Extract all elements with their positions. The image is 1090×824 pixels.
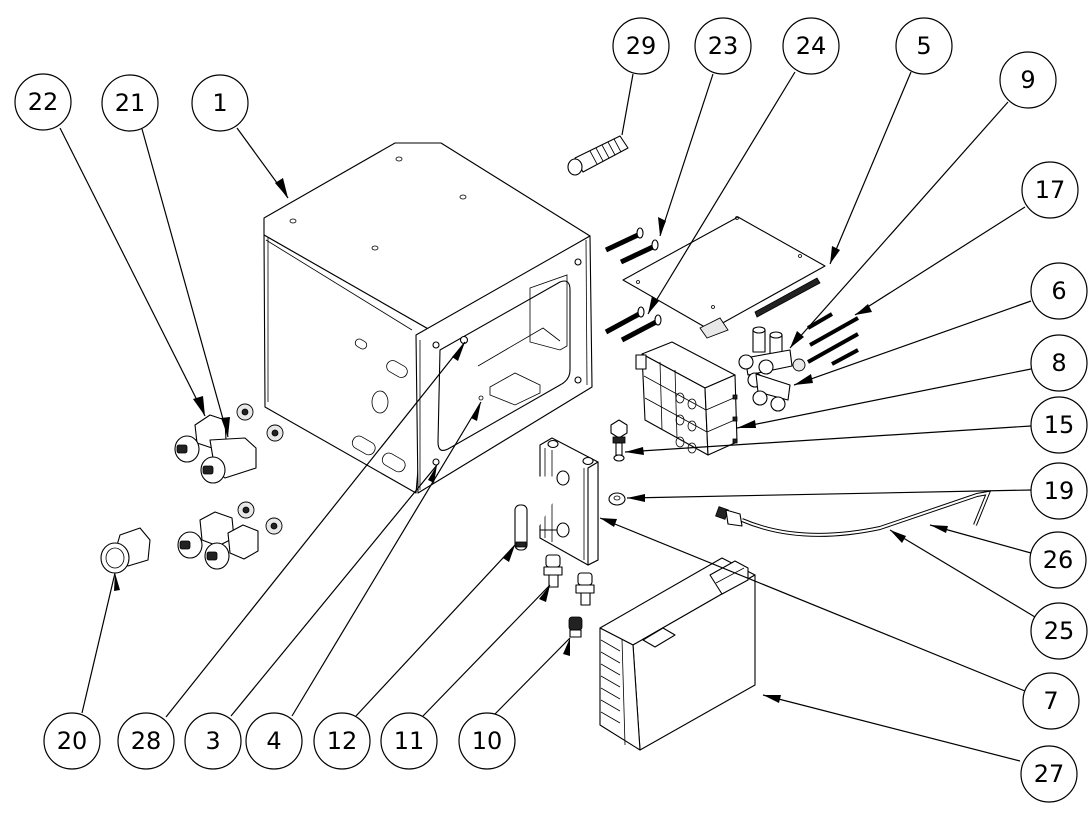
balloon-22: 22 [14, 73, 72, 131]
valve-screws [806, 312, 859, 366]
balloon-10: 10 [458, 712, 516, 770]
svg-text:7: 7 [1043, 687, 1058, 715]
svg-text:10: 10 [472, 727, 503, 755]
svg-text:6: 6 [1051, 277, 1066, 305]
balloon-9: 9 [999, 51, 1057, 109]
svg-text:5: 5 [916, 32, 931, 60]
svg-text:1: 1 [212, 89, 227, 117]
push-fittings [543, 554, 595, 606]
panel-connector-lower-1 [177, 511, 235, 559]
svg-text:28: 28 [131, 727, 162, 755]
balloon-28: 28 [117, 712, 175, 770]
bracket-tube [514, 470, 570, 551]
balloon-1: 1 [191, 74, 249, 132]
elbow-fitting [747, 358, 806, 412]
svg-text:23: 23 [708, 32, 739, 60]
svg-text:27: 27 [1034, 760, 1065, 788]
balloon-24: 24 [782, 17, 840, 75]
balloon-6: 6 [1030, 262, 1088, 320]
svg-text:24: 24 [796, 32, 827, 60]
svg-text:25: 25 [1044, 617, 1075, 645]
svg-text:21: 21 [115, 89, 146, 117]
svg-text:4: 4 [266, 727, 281, 755]
balloon-7: 7 [1022, 672, 1080, 730]
balloon-23: 23 [694, 17, 752, 75]
balloon-20: 20 [43, 712, 101, 770]
balloon-19: 19 [1030, 462, 1088, 520]
power-supply [599, 557, 756, 751]
balloon-5: 5 [895, 17, 953, 75]
enclosure [263, 142, 593, 494]
panel-connector-hex [200, 437, 257, 484]
svg-text:26: 26 [1043, 546, 1074, 574]
balloon-11: 11 [380, 712, 438, 770]
svg-text:15: 15 [1044, 411, 1075, 439]
washer [608, 492, 626, 506]
balloon-21: 21 [101, 74, 159, 132]
panel-connectors [174, 403, 284, 570]
svg-text:12: 12 [327, 727, 358, 755]
svg-text:19: 19 [1044, 477, 1075, 505]
circuit-board [622, 216, 826, 339]
balloon-4: 4 [245, 712, 303, 770]
balloon-29: 29 [612, 17, 670, 75]
cable-gland-strain-relief [567, 135, 629, 176]
svg-text:29: 29 [626, 32, 657, 60]
svg-text:11: 11 [394, 727, 425, 755]
svg-text:3: 3 [205, 727, 220, 755]
balloon-17: 17 [1021, 161, 1079, 219]
svg-text:8: 8 [1051, 349, 1066, 377]
balloon-12: 12 [313, 712, 371, 770]
balloon-3: 3 [184, 712, 242, 770]
svg-text:9: 9 [1020, 66, 1035, 94]
svg-text:17: 17 [1035, 176, 1066, 204]
hex-nuts [236, 403, 284, 535]
leader-lines [59, 71, 1036, 762]
sensor-cable [715, 490, 992, 537]
svg-text:22: 22 [28, 88, 59, 116]
balloon-26: 26 [1029, 531, 1087, 589]
manifold-fitting [738, 326, 793, 376]
balloon-15: 15 [1030, 396, 1088, 454]
balloon-27: 27 [1020, 745, 1078, 803]
balloon-25: 25 [1030, 602, 1088, 660]
screws-left [604, 227, 662, 343]
svg-text:20: 20 [57, 727, 88, 755]
balloon-8: 8 [1030, 334, 1088, 392]
solenoid-valve-block [635, 341, 738, 456]
panel-connector-lower-2 [204, 524, 259, 570]
cable-gland [100, 527, 151, 574]
arrowheads [114, 178, 948, 703]
muffler [568, 616, 583, 638]
plug-fitting [610, 419, 628, 462]
manifold-bracket [539, 437, 599, 566]
